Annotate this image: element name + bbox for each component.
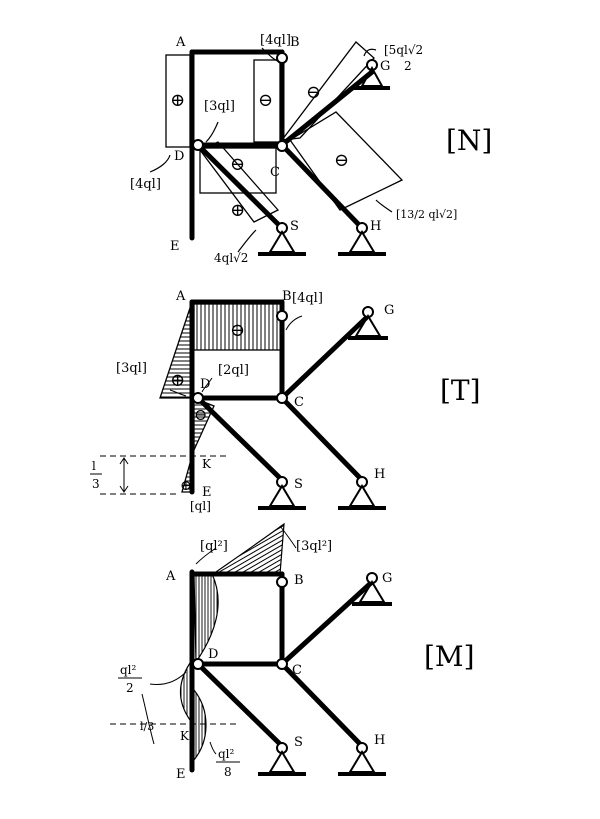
sign-bc: ⊖ — [258, 90, 273, 111]
point-d-label: D — [200, 377, 210, 392]
sign-ke: ⊕ — [180, 478, 192, 494]
panel-n-title: [N] — [446, 124, 492, 157]
value-k-den: 8 — [224, 765, 232, 779]
value-d-left: [4ql] — [130, 177, 161, 192]
point-e-label: E — [176, 767, 186, 782]
sign-ab: ⊕ — [170, 90, 185, 111]
sign-cg: ⊖ — [306, 82, 321, 103]
point-d-label: D — [174, 149, 184, 164]
point-c-label: C — [294, 395, 304, 410]
point-s-label: S — [294, 735, 303, 750]
sign-ch: ⊖ — [334, 150, 349, 171]
dim-label: l/3 — [140, 720, 154, 733]
value-d-num: ql² — [120, 663, 137, 677]
value-a-moment: [ql²] — [200, 539, 228, 554]
value-e-shear: [ql] — [190, 499, 211, 513]
sign-de-left: ⊖ — [194, 405, 207, 424]
panel-t-title: [T] — [440, 374, 481, 407]
value-h: [13/2 ql√2] — [396, 208, 457, 221]
point-g-label: G — [382, 571, 392, 586]
value-d-shear: [2ql] — [218, 363, 249, 378]
point-c-label: C — [270, 165, 280, 180]
point-g-label: G — [384, 303, 394, 318]
point-a-label: A — [165, 569, 176, 584]
sign-dc: ⊖ — [230, 154, 245, 175]
point-b-label: B — [294, 573, 304, 588]
point-e-label: E — [170, 239, 180, 254]
value-b: [4ql] — [260, 33, 291, 48]
point-s-label: S — [290, 219, 299, 234]
value-b-shear: [4ql] — [292, 291, 323, 306]
point-h-label: H — [374, 467, 385, 482]
sign-ab-top: ⊖ — [230, 320, 245, 341]
value-d-den: 2 — [126, 681, 134, 695]
point-g-label: G — [380, 59, 390, 74]
panel-t: l 3 A B D C E K G H S ⊖ ⊕ ⊖ ⊕ [4ql] [2ql… — [90, 289, 481, 513]
value-g-den: 2 — [404, 59, 412, 73]
point-d-label: D — [208, 647, 218, 662]
point-k-label: K — [180, 729, 190, 743]
point-a-label: A — [175, 35, 186, 50]
value-k-num: ql² — [218, 747, 235, 761]
point-h-label: H — [370, 219, 381, 234]
point-h-label: H — [374, 733, 385, 748]
point-k-label: K — [202, 457, 212, 471]
value-g-num: [5ql√2 — [384, 43, 423, 57]
panel-m-title: [M] — [424, 640, 475, 673]
sign-ds: ⊕ — [230, 200, 245, 221]
sign-ad-left: ⊕ — [170, 370, 185, 391]
point-b-label: B — [290, 35, 300, 50]
panel-n: A B D C E G H S ⊕ ⊖ ⊖ ⊕ ⊖ ⊖ [4ql] [3ql] … — [130, 33, 492, 265]
dim-den: 3 — [92, 477, 100, 491]
point-e-label: E — [202, 485, 212, 500]
value-s: 4ql√2 — [214, 251, 248, 265]
point-b-label: B — [282, 289, 292, 304]
panel-m: l/3 A B D C E K G H S [ql²] [3ql²] ql² 2… — [110, 522, 475, 782]
point-s-label: S — [294, 477, 303, 492]
point-a-label: A — [175, 289, 186, 304]
value-left-shear: [3ql] — [116, 361, 147, 376]
value-mid: [3ql] — [204, 99, 235, 114]
dim-num: l — [92, 459, 96, 473]
value-b-moment: [3ql²] — [296, 539, 332, 554]
point-c-label: C — [292, 663, 302, 678]
